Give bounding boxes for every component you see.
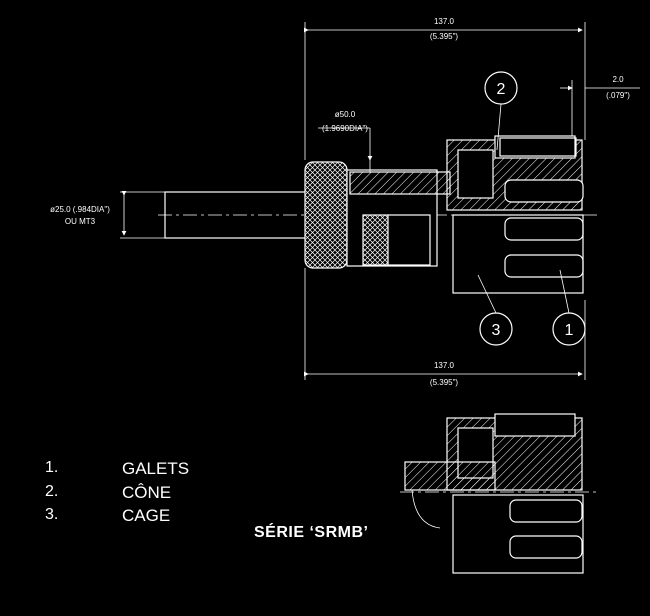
series-title: SÉRIE ‘SRMB’ <box>254 524 369 541</box>
offset-label: 2.0 <box>612 75 624 84</box>
top-length-label: 137.0 <box>434 17 455 26</box>
legend-label-cone: CÔNE <box>122 483 172 502</box>
bottom-partial-view <box>400 413 600 574</box>
legend-label-cage: CAGE <box>122 506 171 525</box>
top-assembly <box>120 22 640 380</box>
diameter-inch-label: (1.9690DIA") <box>322 124 368 133</box>
legend-num-3: 3. <box>45 506 59 523</box>
diameter-label: ø50.0 <box>335 110 356 119</box>
callout-2: 2 <box>497 81 506 98</box>
legend-label-galets: GALETS <box>122 459 190 478</box>
shank-alt-label: OU MT3 <box>65 217 96 226</box>
legend-num-1: 1. <box>45 459 59 476</box>
top-length-inch-label: (5.395") <box>430 32 459 41</box>
callout-3: 3 <box>492 322 501 339</box>
legend-num-2: 2. <box>45 483 59 500</box>
offset-inch-label: (.079") <box>606 91 630 100</box>
bottom-length-inch-label: (5.395") <box>430 378 459 387</box>
bottom-length-label: 137.0 <box>434 361 455 370</box>
callout-1: 1 <box>565 322 574 339</box>
shank-diameter-label: ø25.0 (.984DIA") <box>50 205 110 214</box>
